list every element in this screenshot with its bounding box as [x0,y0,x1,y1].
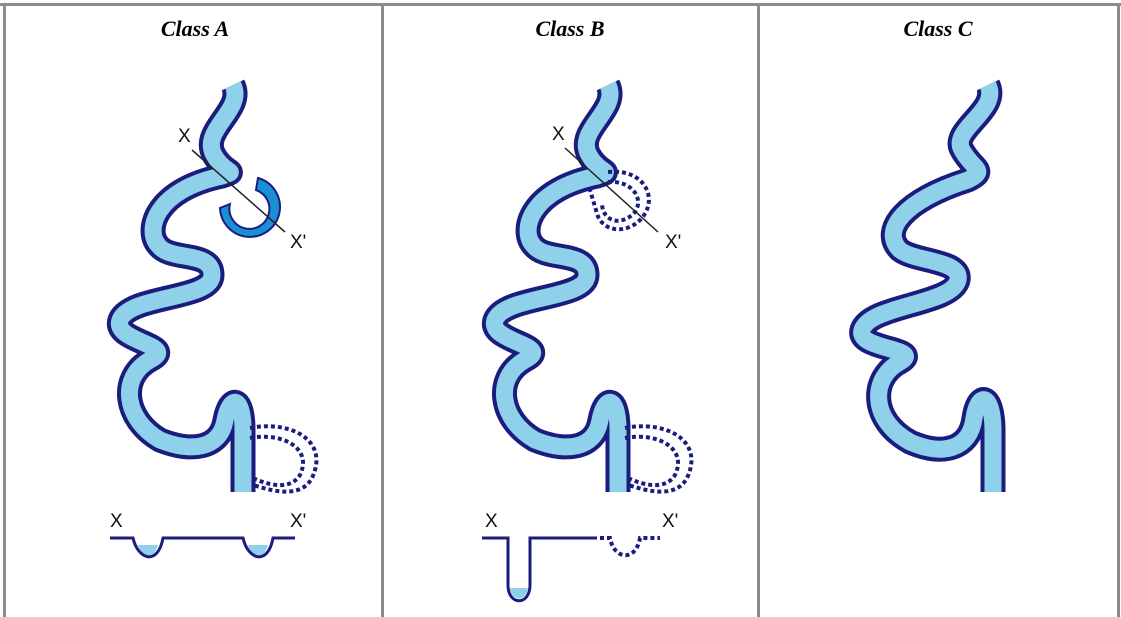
class-a-cross-section [110,536,295,559]
class-a-dashed-former-channel-inner [249,434,305,488]
column-header-class-a: Class A [160,16,230,41]
class-c-river [862,85,993,492]
class-a-section-label-x-prime: X' [290,511,306,532]
class-b-dashed-former-channel [624,424,694,494]
class-b-label-x-prime: X' [665,232,681,253]
class-b-section-label-x: X [485,511,498,532]
class-a-label-x: X [178,126,191,147]
class-b-section-label-x-prime: X' [662,511,678,532]
table-left-border [3,4,6,617]
class-a-section-label-x: X [110,511,123,532]
class-b-river [494,85,618,492]
class-a-dashed-former-channel [249,424,319,494]
class-a-label-x-prime: X' [290,232,306,253]
class-a-section-line [191,149,286,233]
column-divider-2 [757,4,760,617]
column-header-class-b: Class B [535,16,605,41]
class-b-section-line [564,147,659,233]
column-divider-1 [381,4,384,617]
class-b-dashed-oxbow-inner [600,179,640,223]
class-b-label-x: X [552,124,565,145]
table-right-border [1117,4,1120,617]
class-b-dashed-former-channel-inner [624,434,680,488]
class-a-oxbow-lake [218,176,281,238]
class-b-cross-section [482,536,660,603]
column-header-class-c: Class C [903,16,973,41]
table-top-border [0,3,1121,6]
class-b-dashed-oxbow-outer [588,169,651,232]
